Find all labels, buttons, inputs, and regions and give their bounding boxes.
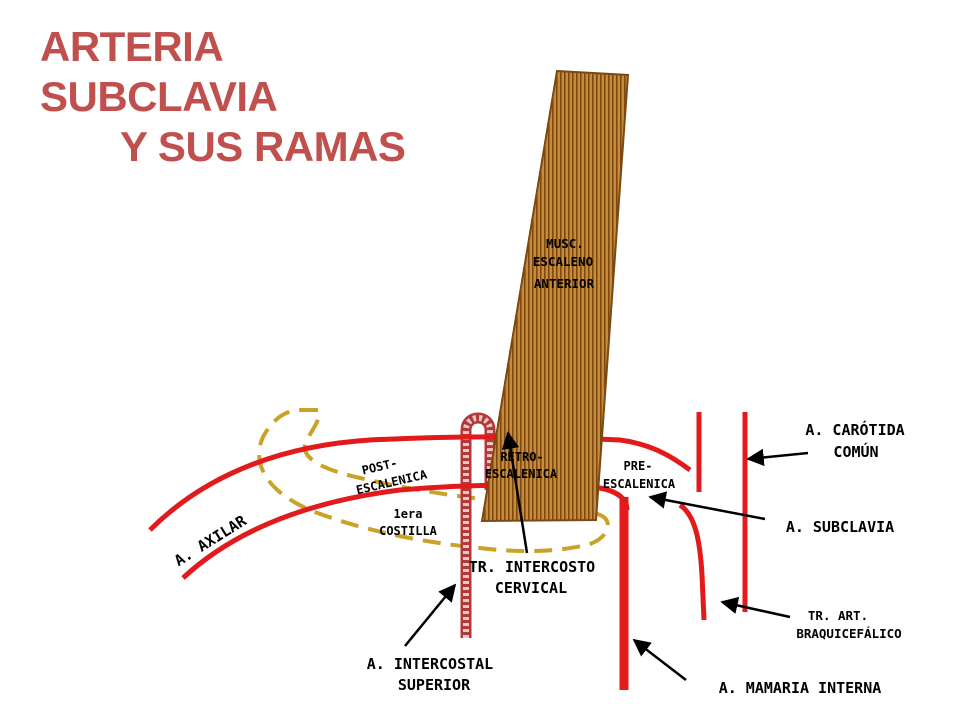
label-costilla-1: 1era — [394, 507, 423, 521]
label-pre-1: PRE- — [624, 459, 653, 473]
label-tr-intercosto-1: TR. INTERCOSTO — [469, 558, 595, 576]
arrow-mamaria — [632, 638, 687, 681]
intercostal-superior-vessel — [460, 412, 496, 638]
label-tr-intercosto-2: CERVICAL — [495, 579, 567, 597]
label-retro-1: RETRO- — [500, 450, 543, 464]
label-subclavia: A. SUBCLAVIA — [786, 518, 894, 536]
label-costilla-2: COSTILLA — [379, 524, 438, 538]
arrow-subclavia — [648, 491, 766, 521]
label-mamaria: A. MAMARIA INTERNA — [719, 679, 882, 697]
subclavian-artery-lower-wall — [181, 482, 630, 580]
arrow-tr-intercosto — [501, 431, 529, 554]
label-intercostal-1: A. INTERCOSTAL — [367, 655, 493, 673]
diagram-title: ARTERIA SUBCLAVIA Y SUS RAMAS — [40, 22, 460, 172]
arrow-braquiocefalico — [720, 596, 791, 619]
label-pre-2: ESCALENICA — [603, 477, 676, 491]
label-braquio-1: TR. ART. — [808, 608, 868, 623]
arrow-carotida — [746, 448, 809, 467]
label-retro-2: ESCALENICA — [485, 467, 558, 481]
title-line-2: Y SUS RAMAS — [120, 123, 406, 170]
label-musc-1: MUSC. — [546, 236, 584, 251]
title-line-1: ARTERIA SUBCLAVIA — [40, 23, 278, 120]
label-carotida-1: A. CARÓTIDA — [805, 420, 904, 439]
arrow-intercostal — [404, 583, 457, 647]
brachiocephalic-trunk-wall — [678, 502, 707, 621]
label-carotida-2: COMÚN — [833, 442, 878, 461]
first-rib-outline — [257, 408, 610, 554]
label-braquio-2: BRAQUICEFÁLICO — [796, 626, 901, 641]
label-musc-2: ESCALENO — [533, 254, 593, 269]
subclavian-artery-upper-wall — [148, 434, 692, 532]
label-musc-3: ANTERIOR — [534, 276, 595, 291]
label-intercostal-2: SUPERIOR — [398, 676, 471, 694]
scalene-anterior-muscle — [480, 69, 630, 523]
